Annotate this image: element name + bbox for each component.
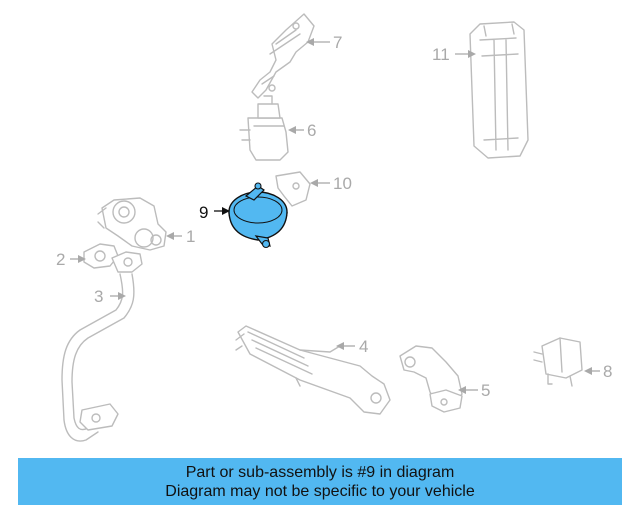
part-9-vacuum-reservoir[interactable] — [228, 182, 288, 249]
callout-4[interactable]: 4 — [336, 337, 368, 356]
svg-text:10: 10 — [333, 174, 352, 193]
svg-text:8: 8 — [603, 362, 612, 381]
part-10-bracket[interactable] — [275, 171, 311, 207]
part-11-canister[interactable] — [469, 21, 529, 159]
svg-text:1: 1 — [186, 227, 195, 246]
part-2-gasket[interactable] — [83, 243, 143, 273]
svg-text:9: 9 — [199, 203, 208, 222]
banner-line-2: Diagram may not be specific to your vehi… — [165, 482, 475, 500]
callout-11[interactable]: 11 — [432, 45, 476, 64]
callout-5[interactable]: 5 — [458, 381, 490, 400]
callout-3[interactable]: 3 — [94, 287, 126, 306]
svg-text:3: 3 — [94, 287, 103, 306]
part-5-elbow-pipe[interactable] — [399, 345, 463, 413]
callout-1[interactable]: 1 — [166, 227, 195, 246]
part-4-egr-cooler[interactable] — [235, 325, 391, 415]
callout-8[interactable]: 8 — [584, 362, 612, 381]
callout-9[interactable]: 9 — [199, 203, 230, 222]
callout-7[interactable]: 7 — [306, 33, 342, 52]
callout-10[interactable]: 10 — [310, 174, 352, 193]
info-banner: Part or sub-assembly is #9 in diagram Di… — [18, 458, 622, 505]
part-1-egr-valve[interactable] — [97, 197, 167, 251]
banner-line-1: Part or sub-assembly is #9 in diagram — [185, 463, 455, 481]
parts-diagram: 7 6 11 10 — [56, 13, 612, 442]
svg-text:6: 6 — [307, 121, 316, 140]
callout-2[interactable]: 2 — [56, 250, 86, 269]
part-6-solenoid-valve[interactable] — [239, 95, 289, 161]
part-8-vacuum-solenoid[interactable] — [533, 337, 583, 387]
callout-6[interactable]: 6 — [288, 121, 316, 140]
svg-text:11: 11 — [432, 45, 450, 64]
part-7-bracket[interactable] — [251, 13, 315, 99]
svg-text:4: 4 — [359, 337, 368, 356]
svg-text:7: 7 — [333, 33, 342, 52]
svg-text:2: 2 — [56, 250, 65, 269]
svg-text:5: 5 — [481, 381, 490, 400]
part-3-egr-tube[interactable] — [61, 273, 135, 442]
